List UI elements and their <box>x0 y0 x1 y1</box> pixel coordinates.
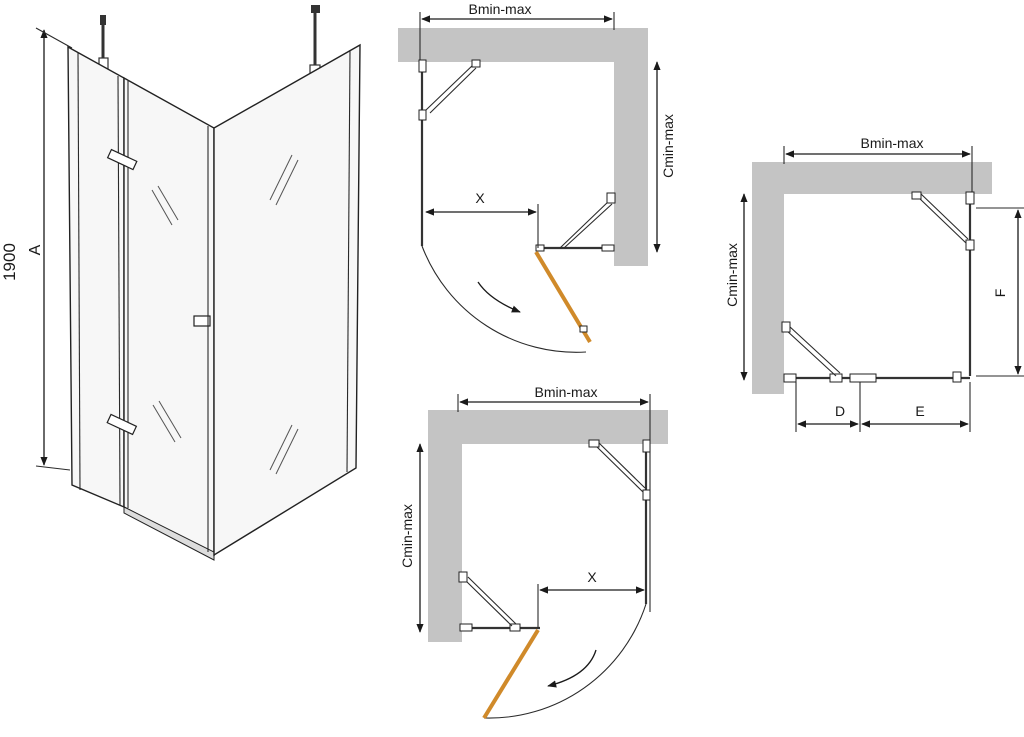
side-wall <box>614 28 648 266</box>
right-plan-view: Bmin-max Cmin-max F D E <box>724 135 1024 432</box>
bottom-opening-label: X <box>587 569 597 585</box>
right-d-label: D <box>835 403 845 419</box>
side-wall-bottom <box>428 410 462 642</box>
right-f-label: F <box>992 289 1008 298</box>
bottom-width-label: Bmin-max <box>534 384 597 400</box>
top-width-label: Bmin-max <box>468 1 531 17</box>
right-width-label: Bmin-max <box>860 135 923 151</box>
bottom-depth-label: Cmin-max <box>399 504 415 568</box>
door-panel-front <box>67 45 215 561</box>
side-panel <box>207 43 361 557</box>
bottom-plan-view: Bmin-max Cmin-max X <box>399 384 668 720</box>
back-wall-bottom <box>428 410 668 444</box>
height-dimension: 1900 A <box>0 27 73 471</box>
back-wall-right <box>752 162 992 194</box>
right-depth-label: Cmin-max <box>724 243 740 307</box>
top-plan-view: Bmin-max Cmin-max X <box>398 1 676 353</box>
perspective-view: 1900 A <box>0 5 361 561</box>
height-value-label: 1900 <box>0 243 19 281</box>
ceiling-support-right <box>309 5 321 79</box>
top-opening-label: X <box>475 190 485 206</box>
ceiling-support-left <box>98 15 109 71</box>
side-wall-right <box>752 162 784 394</box>
bottom-door-panel <box>482 628 540 720</box>
height-symbol-label: A <box>27 244 44 255</box>
top-depth-label: Cmin-max <box>660 114 676 178</box>
back-wall <box>398 28 648 62</box>
right-e-label: E <box>915 403 924 419</box>
